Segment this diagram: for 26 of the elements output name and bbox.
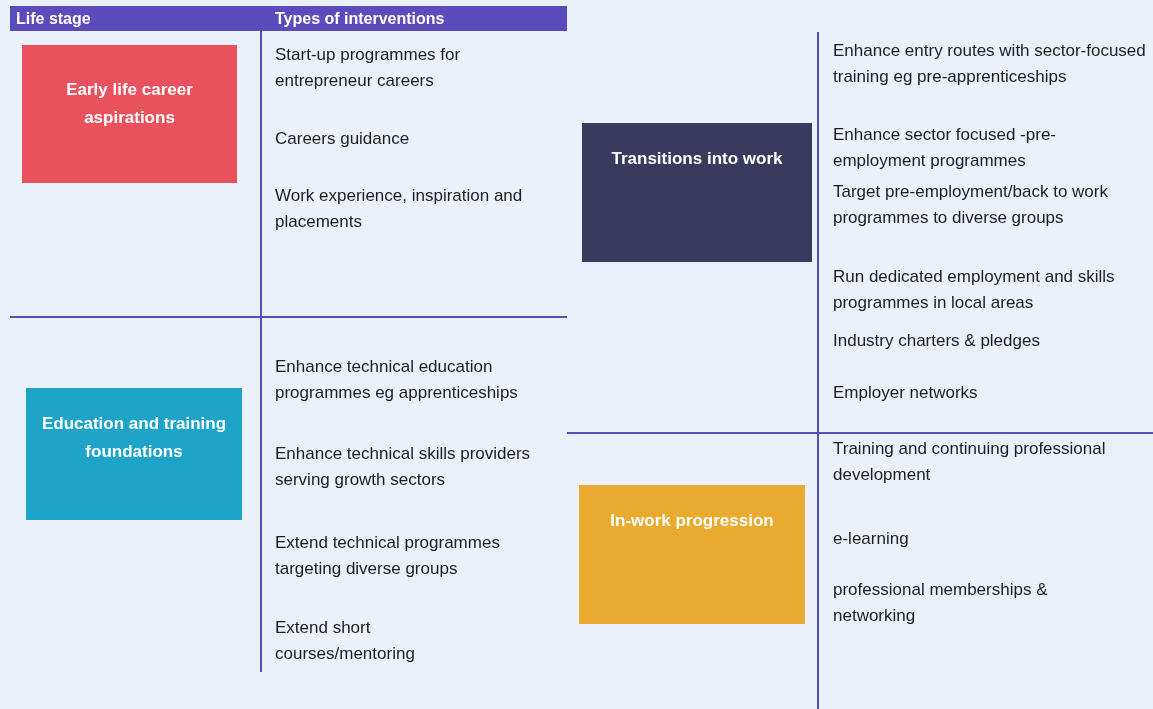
stage-title: Early life career aspirations bbox=[65, 79, 194, 129]
intervention-text: e-learning bbox=[833, 528, 910, 550]
column-header: Life stage bbox=[16, 9, 91, 29]
intervention-text: Extend technical programmes targeting diverse groups bbox=[275, 532, 501, 580]
stage-title: Education and training foundations bbox=[40, 413, 228, 463]
intervention-text: Enhance entry routes with sector-focused training eg pre-apprenticeships bbox=[833, 40, 1147, 88]
intervention-text: Work experience, inspiration and placements bbox=[275, 185, 524, 233]
column-header: Types of interventions bbox=[275, 9, 445, 29]
intervention-text: Run dedicated employment and skills programmes in local areas bbox=[833, 266, 1116, 314]
intervention-text: Industry charters & pledges bbox=[833, 330, 1041, 352]
intervention-text: Enhance technical skills providers serving growth sectors bbox=[275, 443, 532, 491]
intervention-text: Extend short courses/mentoring bbox=[275, 617, 416, 665]
life-stage-box bbox=[26, 388, 242, 520]
life-stage-box bbox=[582, 123, 812, 262]
intervention-text: Training and continuing professional development bbox=[833, 438, 1107, 486]
intervention-text: professional memberships & networking bbox=[833, 579, 1049, 627]
stage-title: Transitions into work bbox=[611, 148, 783, 170]
stage-title: In-work progression bbox=[610, 510, 774, 532]
life-stage-box bbox=[579, 485, 805, 624]
intervention-text: Target pre-employment/back to work programmes to diverse groups bbox=[833, 181, 1109, 229]
intervention-text: Enhance technical education programmes eg apprenticeships bbox=[275, 356, 519, 404]
intervention-text: Employer networks bbox=[833, 382, 979, 404]
intervention-text: Start-up programmes for entrepreneur careers bbox=[275, 44, 462, 92]
life-stage-box bbox=[22, 45, 237, 183]
intervention-text: Careers guidance bbox=[275, 128, 411, 150]
intervention-text: Enhance sector focused -pre-employment programmes bbox=[833, 124, 1057, 172]
